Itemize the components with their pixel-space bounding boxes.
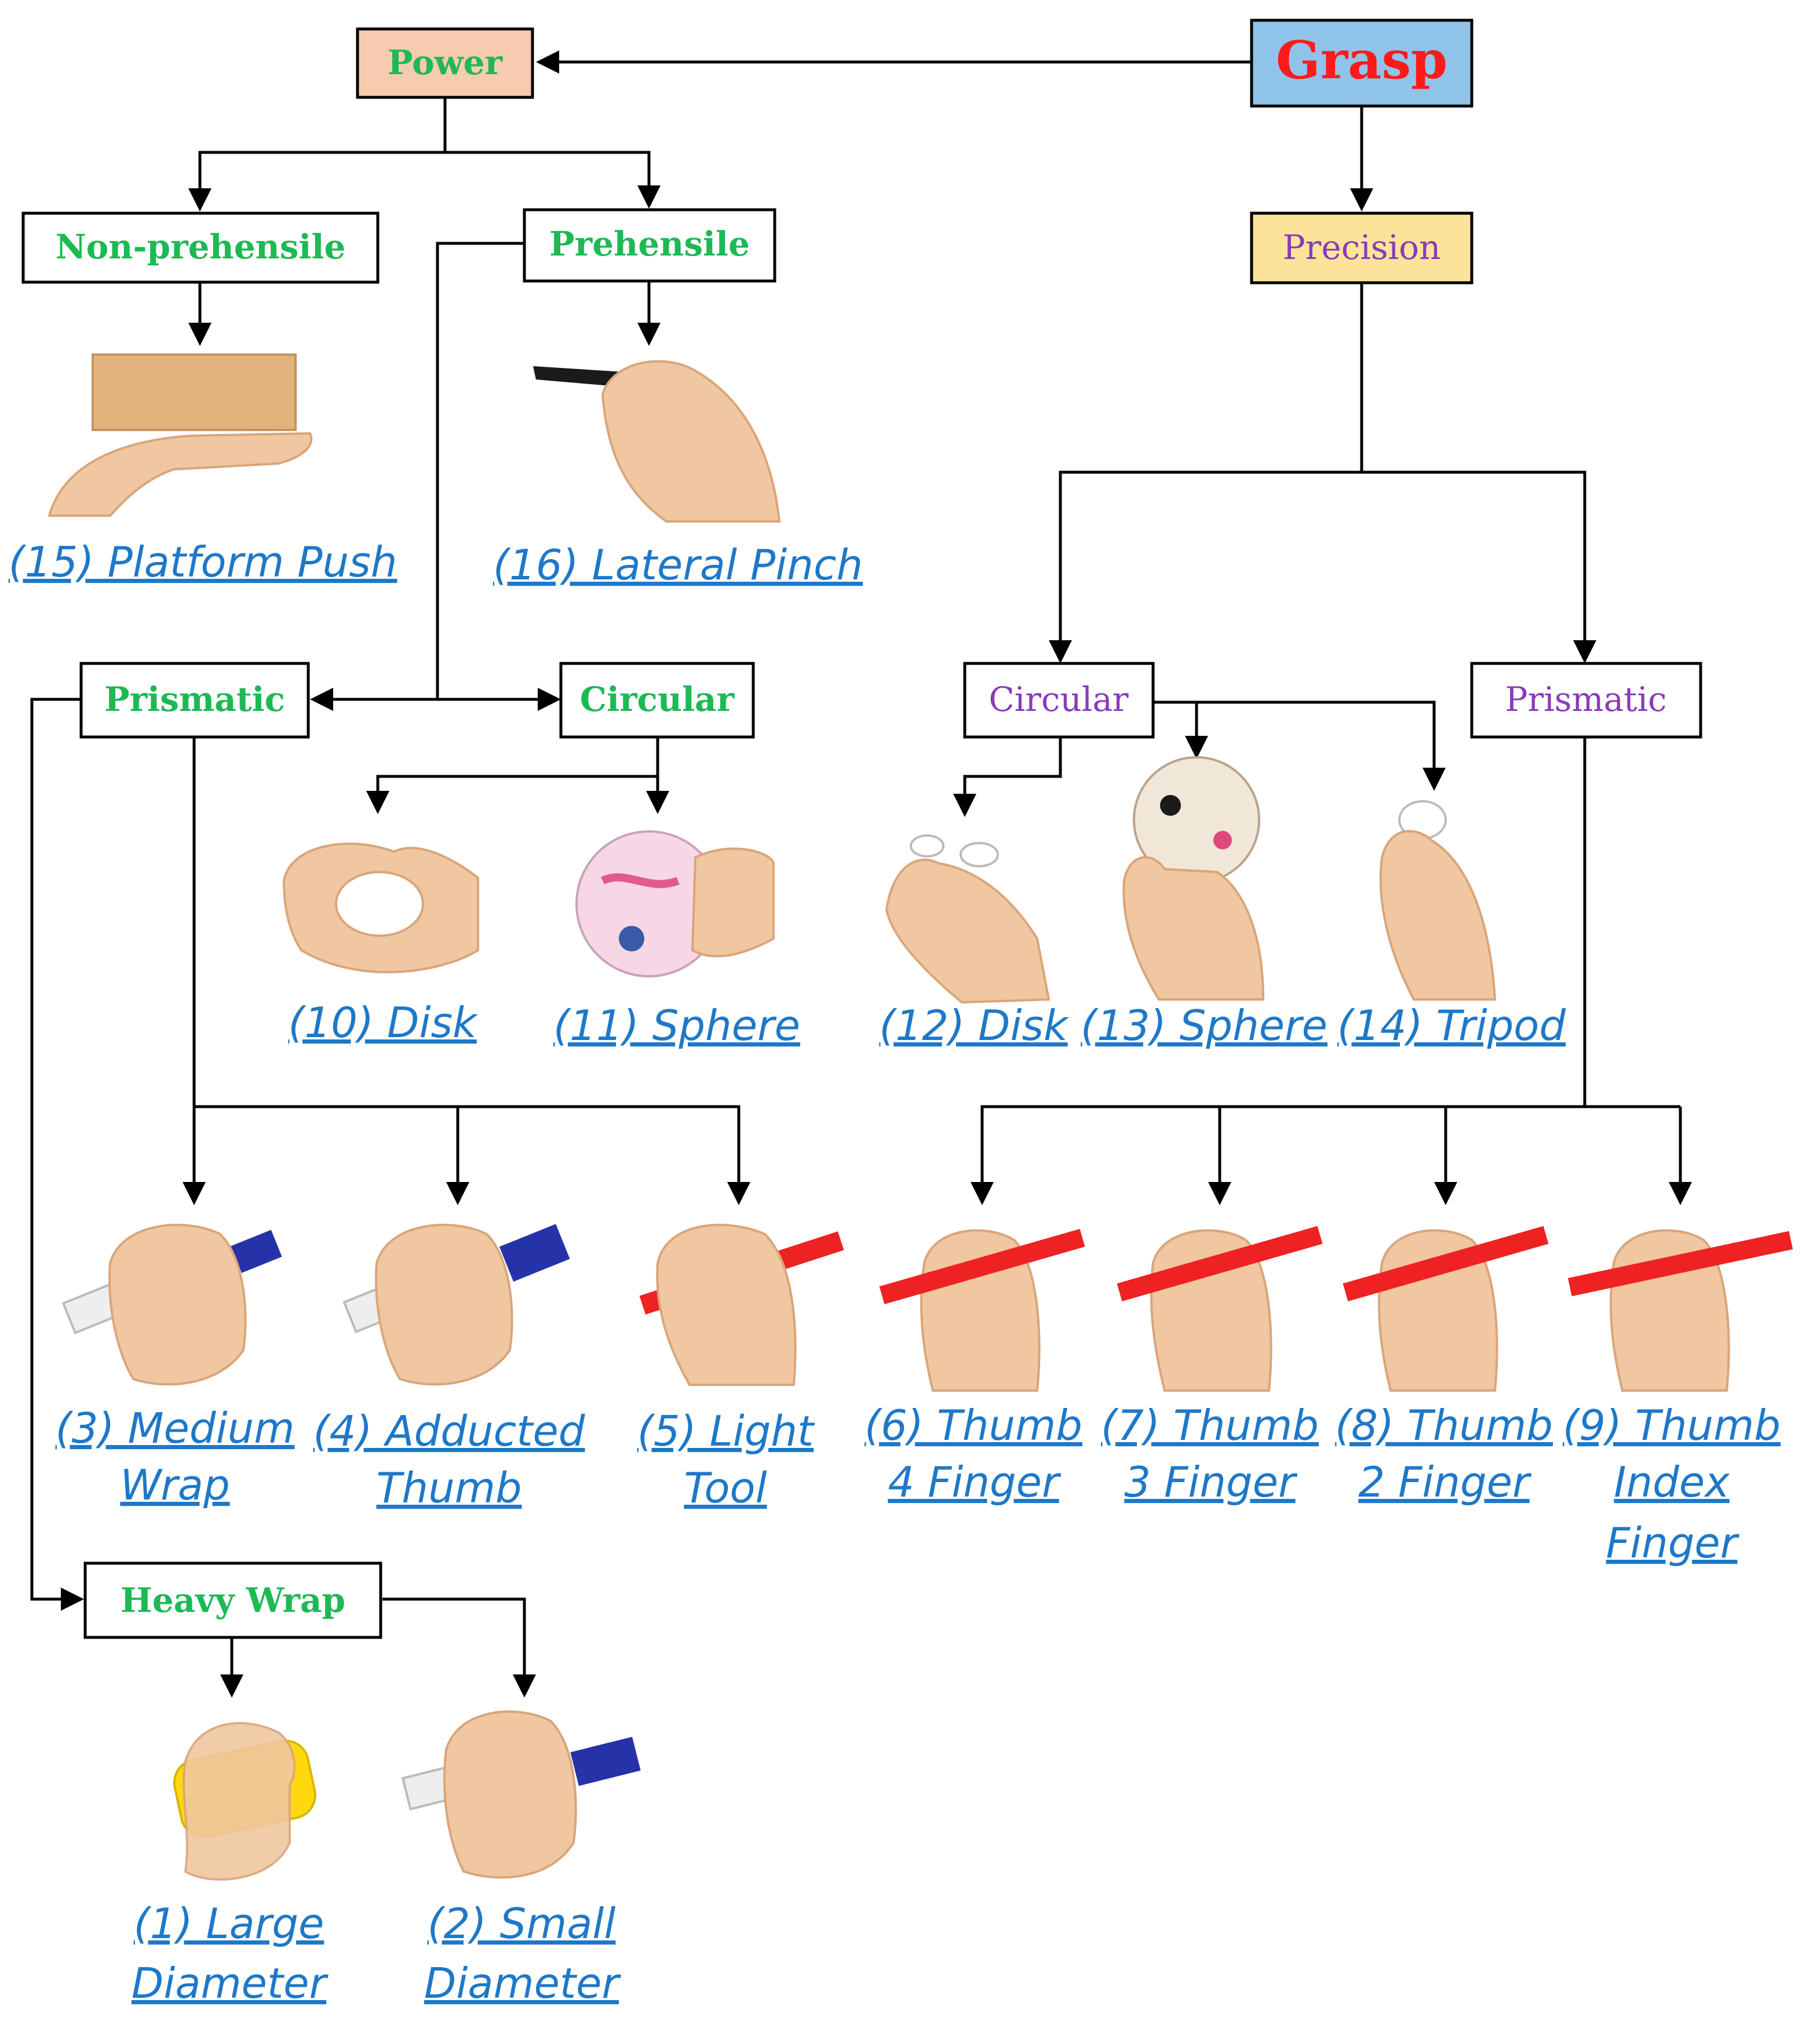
- edge-heavywrap-small: [382, 1597, 536, 1698]
- precision-disk-hand-image: [885, 834, 1051, 1004]
- caption-thumb4-line2: 4 Finger: [888, 1458, 1062, 1506]
- thumb-index-finger-hand-image: [1567, 1229, 1793, 1392]
- caption-thumb4-line1: (6) Thumb: [865, 1401, 1082, 1450]
- edge-circular-disk: [366, 737, 659, 814]
- node-prehensile: Prehensile: [523, 208, 776, 283]
- caption-lateral-pinch: (16) Lateral Pinch: [493, 541, 863, 589]
- tripod-hand-image: [1379, 800, 1497, 1001]
- platform-push-hand-image: [48, 353, 312, 517]
- caption-light-tool-line2: Tool: [684, 1464, 767, 1512]
- thumb-4-finger-hand-image: [879, 1229, 1085, 1392]
- node-power-circular: Circular: [559, 662, 755, 739]
- caption-thumb-index-line2: Index: [1614, 1458, 1730, 1506]
- edges: [30, 50, 1692, 1698]
- power-prismatic-label: Prismatic: [104, 680, 285, 719]
- medium-wrap-hand-image: [61, 1224, 282, 1386]
- caption-adducted-thumb-line2: Thumb: [376, 1464, 521, 1512]
- caption-medium-wrap-line2: Wrap: [120, 1461, 229, 1509]
- heavy-wrap-label: Heavy Wrap: [121, 1581, 345, 1620]
- caption-light-tool-line1: (5) Light: [637, 1407, 815, 1455]
- caption-tripod: (14) Tripod: [1337, 1001, 1566, 1050]
- edge-prismatic-light-tool: [192, 737, 750, 1205]
- power-label: Power: [388, 43, 504, 82]
- caption-thumb3-line2: 3 Finger: [1124, 1458, 1298, 1506]
- edge-prismatic-heavy-wrap: [30, 698, 84, 1611]
- caption-large-diameter-line1: (1) Large: [134, 1899, 324, 1948]
- edge-precision-prismatic: [1362, 470, 1596, 663]
- edge-pcircular-disk: [953, 737, 1062, 817]
- caption-thumb2-line2: 2 Finger: [1358, 1458, 1532, 1506]
- thumb-3-finger-hand-image: [1117, 1226, 1323, 1392]
- caption-adducted-thumb-line1: (4) Adducted: [313, 1407, 586, 1455]
- lateral-pinch-hand-image: [533, 360, 781, 523]
- node-non-prehensile: Non-prehensile: [21, 211, 380, 284]
- prehensile-label: Prehensile: [549, 224, 750, 264]
- node-precision-circular: Circular: [963, 662, 1155, 739]
- small-diameter-hand-image: [401, 1710, 641, 1879]
- caption-small-diameter-line1: (2) Small: [428, 1899, 616, 1948]
- node-grasp: Grasp: [1250, 19, 1473, 108]
- edge-pcircular-tripod: [1153, 700, 1446, 791]
- edge-power-prehensile: [445, 151, 661, 209]
- power-circular-label: Circular: [580, 680, 735, 719]
- non-prehensile-label: Non-prehensile: [56, 227, 346, 267]
- large-diameter-hand-image: [173, 1722, 316, 1881]
- caption-medium-wrap-line1: (3) Medium: [56, 1404, 295, 1453]
- caption-power-sphere: (11) Sphere: [553, 1001, 800, 1050]
- caption-platform-push: (15) Platform Push: [9, 538, 397, 586]
- precision-circular-label: Circular: [989, 680, 1129, 719]
- grasp-label: Grasp: [1276, 30, 1447, 91]
- node-precision: Precision: [1250, 211, 1473, 284]
- caption-precision-disk: (12) Disk: [879, 1001, 1070, 1050]
- adducted-thumb-hand-image: [342, 1224, 570, 1386]
- node-precision-prismatic: Prismatic: [1470, 662, 1702, 739]
- edge-pprismatic-thumb4: [971, 737, 1586, 1205]
- node-power-prismatic: Prismatic: [79, 662, 310, 739]
- caption-power-disk: (10) Disk: [288, 998, 479, 1047]
- caption-thumb3-line1: (7) Thumb: [1101, 1401, 1319, 1450]
- grasp-captions: (15) Platform Push (16) Lateral Pinch (1…: [9, 538, 1781, 2008]
- node-heavy-wrap: Heavy Wrap: [83, 1561, 382, 1639]
- precision-prismatic-label: Prismatic: [1505, 680, 1667, 719]
- edge-prehensile-prismatic: [310, 242, 524, 711]
- caption-thumb2-line1: (8) Thumb: [1335, 1401, 1553, 1450]
- caption-thumb-index-line1: (9) Thumb: [1563, 1401, 1781, 1450]
- caption-thumb-index-line3: Finger: [1606, 1519, 1740, 1567]
- light-tool-hand-image: [639, 1224, 844, 1386]
- thumb-2-finger-hand-image: [1343, 1226, 1549, 1392]
- caption-small-diameter-line2: Diameter: [424, 1959, 622, 2008]
- power-sphere-hand-image: [575, 830, 775, 977]
- caption-large-diameter-line2: Diameter: [132, 1959, 329, 2008]
- precision-sphere-hand-image: [1122, 756, 1265, 1001]
- edge-power-nonprehensile: [188, 97, 447, 211]
- node-power: Power: [356, 27, 534, 99]
- edge-precision-circular: [1049, 283, 1363, 663]
- caption-precision-sphere: (13) Sphere: [1081, 1001, 1327, 1050]
- power-disk-hand-image: [282, 842, 479, 973]
- precision-label: Precision: [1283, 228, 1441, 267]
